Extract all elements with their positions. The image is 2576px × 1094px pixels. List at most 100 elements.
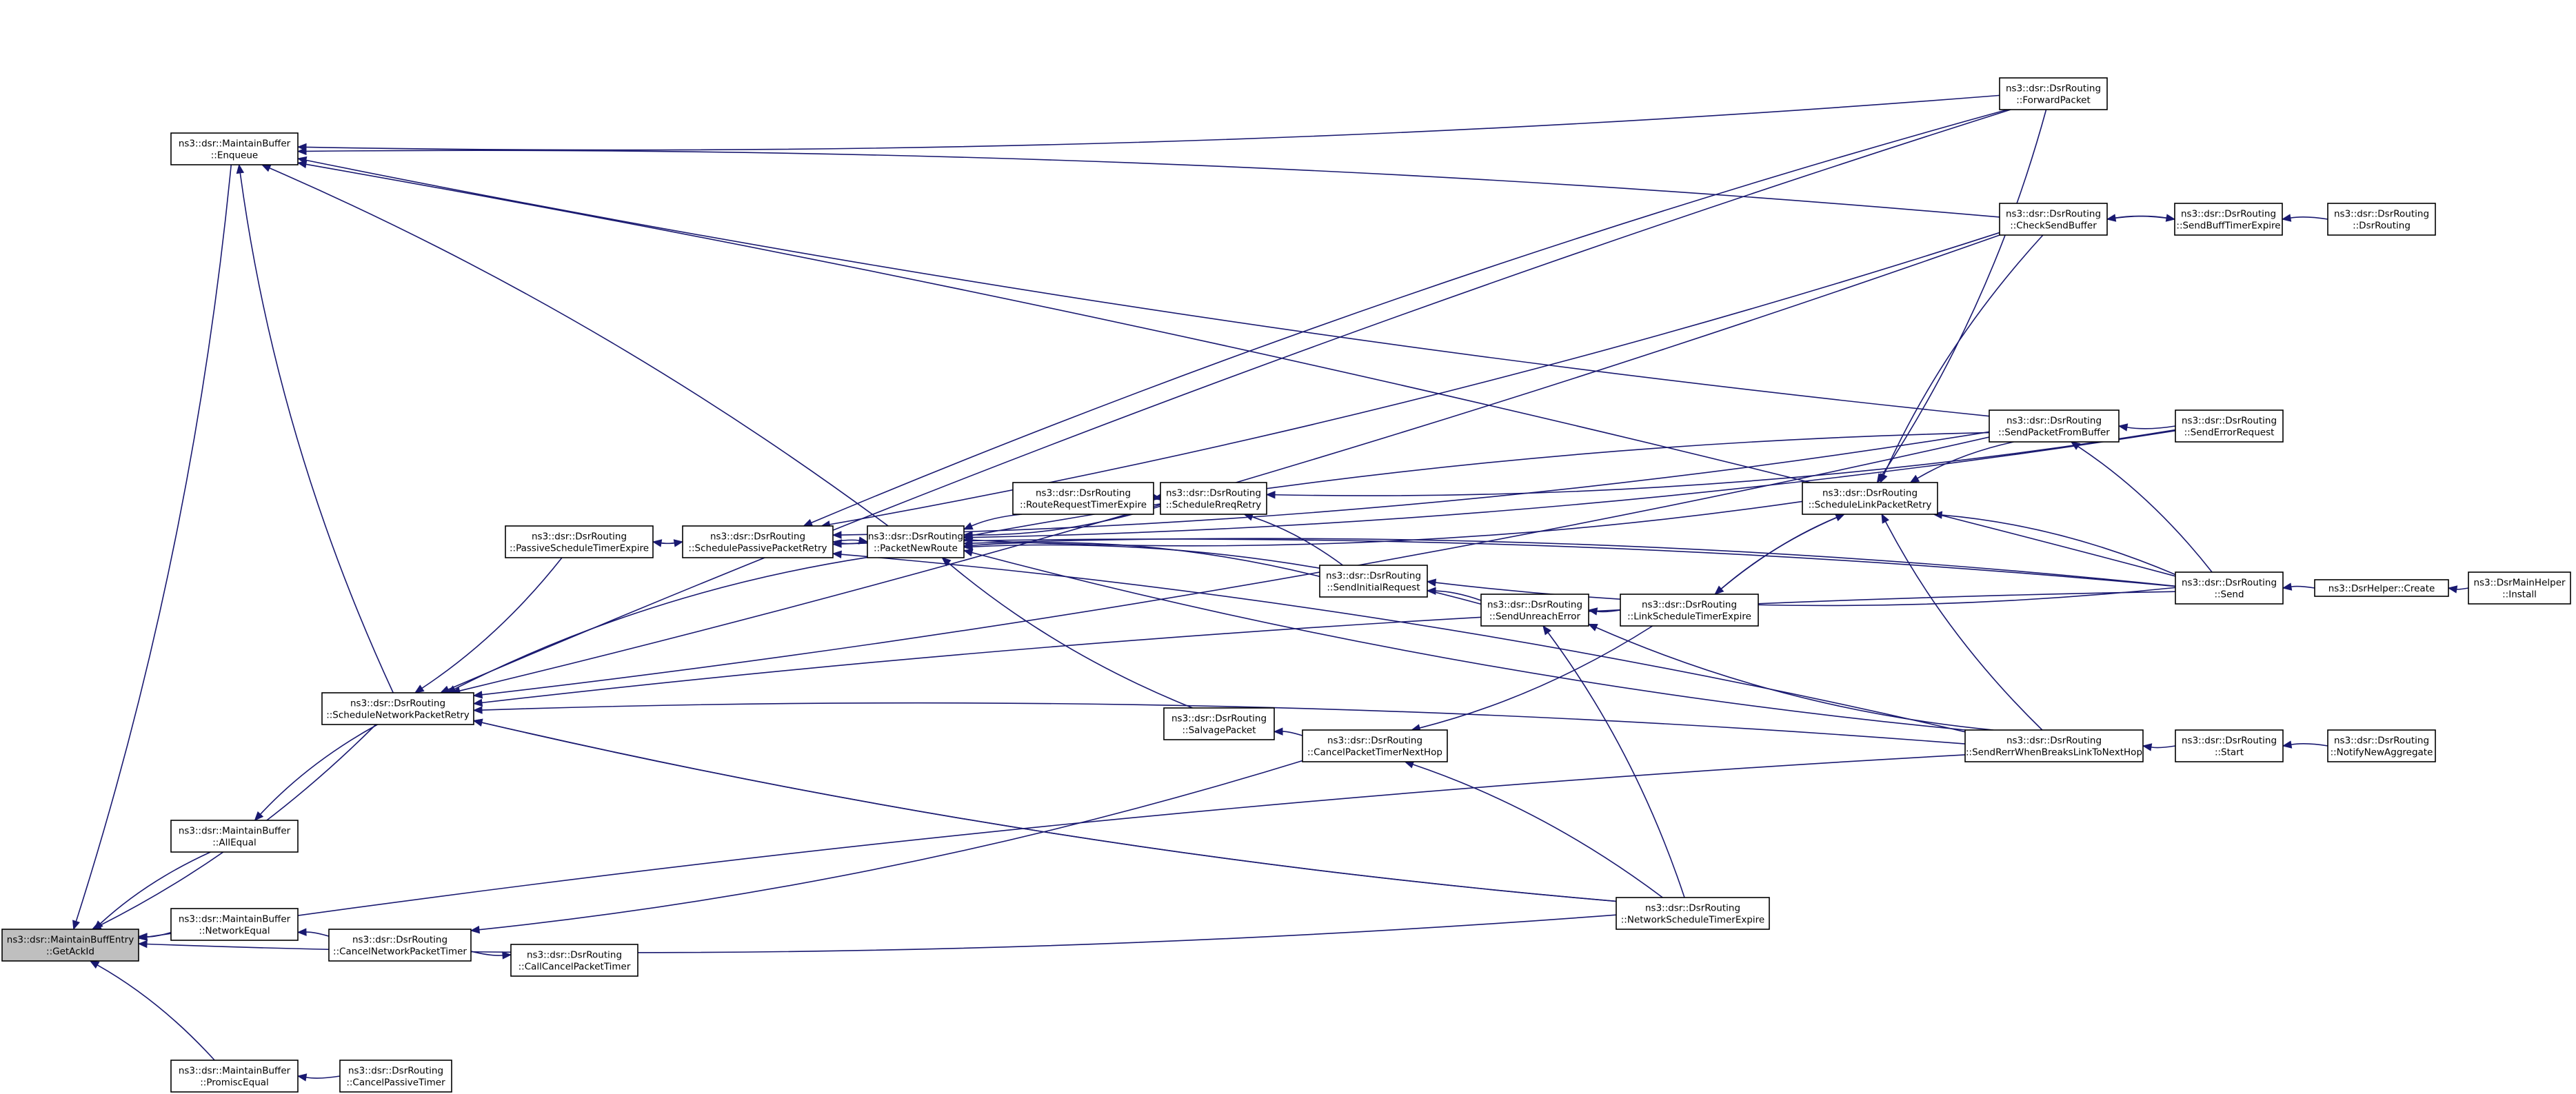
node-box[interactable] [2327,729,2436,762]
node-sendunreach[interactable]: ns3::dsr::DsrRouting::SendUnreachError [1480,594,1589,627]
node-forward[interactable]: ns3::dsr::DsrRouting::ForwardPacket [1999,77,2108,110]
nodes-layer: ns3::dsr::MaintainBuffEntry::GetAckIdns3… [1,77,2571,1093]
node-label-line: ::NetworkEqual [199,926,270,937]
node-box[interactable] [1319,565,1428,598]
node-box[interactable] [1616,897,1770,930]
edge-arrowhead [296,928,307,936]
node-cancelnetpkt[interactable]: ns3::dsr::DsrRouting::CancelNetworkPacke… [328,929,472,962]
edge-checksend-to-sendbufftimer [2106,214,2176,222]
node-box[interactable] [2174,203,2283,236]
node-box[interactable] [2314,579,2449,597]
node-box[interactable] [1802,482,1938,515]
node-box[interactable] [1,929,139,962]
node-salvage[interactable]: ns3::dsr::DsrRouting::SalvagePacket [1163,707,1275,740]
node-dsrrouting[interactable]: ns3::dsr::DsrRouting::DsrRouting [2327,203,2436,236]
node-cancelpassive[interactable]: ns3::dsr::DsrRouting::CancelPassiveTimer [339,1060,452,1093]
edge-arrowhead [472,718,483,727]
edge-line [1884,521,2043,731]
node-box[interactable] [1302,729,1448,762]
node-passivesched[interactable]: ns3::dsr::DsrRouting::PassiveScheduleTim… [505,525,654,558]
node-box[interactable] [2468,571,2571,605]
node-box[interactable] [170,132,299,165]
node-label-line: ns3::dsr::DsrRouting [710,531,805,543]
node-label-line: ns3::dsr::DsrRouting [2334,736,2429,747]
node-pktnewroute[interactable]: ns3::dsr::DsrRouting::PacketNewRoute [867,525,965,558]
node-senderr[interactable]: ns3::dsr::DsrRouting::SendErrorRequest [2175,409,2284,443]
node-label-line: ns3::dsr::DsrRouting [2334,209,2429,220]
edge-arrowhead [1835,514,1846,522]
node-label-line: ::SendRerrWhenBreaksLinkToNextHop [1966,747,2142,758]
node-box[interactable] [1964,729,2144,762]
node-box[interactable] [1480,594,1589,627]
node-box[interactable] [170,820,299,853]
node-label-line: ::NetworkScheduleTimerExpire [1621,915,1765,926]
node-callcancelpkt[interactable]: ns3::dsr::DsrRouting::CallCancelPacketTi… [510,944,638,977]
edge-line [841,554,1966,733]
node-start[interactable]: ns3::dsr::DsrRouting::Start [2175,729,2284,762]
node-networkequal[interactable]: ns3::dsr::MaintainBuffer::NetworkEqual [170,908,299,941]
node-box[interactable] [170,1060,299,1093]
edge-senderrbreaks-to-sendunreach [1587,623,1994,731]
edge-arrowhead [2282,583,2293,591]
edge-line [269,168,889,527]
node-allequal[interactable]: ns3::dsr::MaintainBuffer::AllEqual [170,820,299,853]
node-label-line: ::RouteRequestTimerExpire [1020,500,1147,511]
node-box[interactable] [2175,409,2284,443]
edge-sendfrombuf-to-schedlink [1909,441,2014,483]
node-label-line: ::PacketNewRoute [874,543,958,554]
node-box[interactable] [867,525,965,558]
node-box[interactable] [1989,409,2120,443]
node-senderrbreaks[interactable]: ns3::dsr::DsrRouting::SendRerrWhenBreaks… [1964,729,2144,762]
edge-arrowhead [832,531,842,539]
node-box[interactable] [1012,482,1154,515]
node-label-line: ns3::dsr::MaintainBuffer [179,1066,291,1077]
node-box[interactable] [328,929,472,962]
node-box[interactable] [1620,594,1759,627]
edge-sendunreach-to-sendinitial [1426,587,1482,601]
node-box[interactable] [1160,482,1267,515]
node-label-line: ns3::dsr::DsrRouting [2182,578,2277,589]
node-box[interactable] [339,1060,452,1093]
node-send[interactable]: ns3::dsr::DsrRouting::Send [2175,571,2284,605]
edge-line [2126,425,2176,429]
node-cancelnexthop[interactable]: ns3::dsr::DsrRouting::CancelPacketTimerN… [1302,729,1448,762]
node-label-line: ::DsrRouting [2353,221,2411,232]
node-label-line: ::SalvagePacket [1183,725,1256,736]
node-rreqtimer[interactable]: ns3::dsr::DsrRouting::RouteRequestTimerE… [1012,482,1154,515]
node-label-line: ::PromiscEqual [200,1077,269,1088]
node-promiscequal[interactable]: ns3::dsr::MaintainBuffer::PromiscEqual [170,1060,299,1093]
node-label-line: ::SendBuffTimerExpire [2176,221,2280,232]
node-box[interactable] [1999,77,2108,110]
node-box[interactable] [2175,571,2284,605]
node-box[interactable] [682,525,834,558]
node-enqueue[interactable]: ns3::dsr::MaintainBuffer::Enqueue [170,132,299,165]
node-box[interactable] [510,944,638,977]
node-box[interactable] [2175,729,2284,762]
node-box[interactable] [1163,707,1275,740]
node-box[interactable] [170,908,299,941]
node-box[interactable] [2327,203,2436,236]
node-sendfrombuf[interactable]: ns3::dsr::DsrRouting::SendPacketFromBuff… [1989,409,2120,443]
node-schedpassive[interactable]: ns3::dsr::DsrRouting::SchedulePassivePac… [682,525,834,558]
edge-arrowhead [472,698,483,707]
node-label-line: ns3::dsr::DsrRouting [2182,416,2277,427]
edge-line [99,851,211,924]
node-sendinitial[interactable]: ns3::dsr::DsrRouting::SendInitialRequest [1319,565,1428,598]
node-sendbufftimer[interactable]: ns3::dsr::DsrRouting::SendBuffTimerExpir… [2174,203,2283,236]
node-netsched[interactable]: ns3::dsr::DsrRouting::NetworkScheduleTim… [1616,897,1770,930]
node-schednetpkt[interactable]: ns3::dsr::DsrRouting::ScheduleNetworkPac… [321,692,474,725]
node-box[interactable] [1999,203,2108,236]
node-box[interactable] [321,692,474,725]
node-linksched[interactable]: ns3::dsr::DsrRouting::LinkScheduleTimerE… [1620,594,1759,627]
node-schedlink[interactable]: ns3::dsr::DsrRouting::ScheduleLinkPacket… [1802,482,1938,515]
node-mainhelper[interactable]: ns3::DsrMainHelper::Install [2468,571,2571,605]
edge-arrowhead [296,1073,308,1082]
node-checksend[interactable]: ns3::dsr::DsrRouting::CheckSendBuffer [1999,203,2108,236]
node-label-line: ::CheckSendBuffer [2010,221,2097,232]
edge-line [305,94,2000,151]
node-notifyagg[interactable]: ns3::dsr::DsrRouting::NotifyNewAggregate [2327,729,2436,762]
node-helpercreate[interactable]: ns3::DsrHelper::Create [2314,579,2449,597]
node-box[interactable] [505,525,654,558]
node-schedrreq[interactable]: ns3::dsr::DsrRouting::ScheduleRreqRetry [1160,482,1267,515]
node-getackid[interactable]: ns3::dsr::MaintainBuffEntry::GetAckId [1,929,139,962]
